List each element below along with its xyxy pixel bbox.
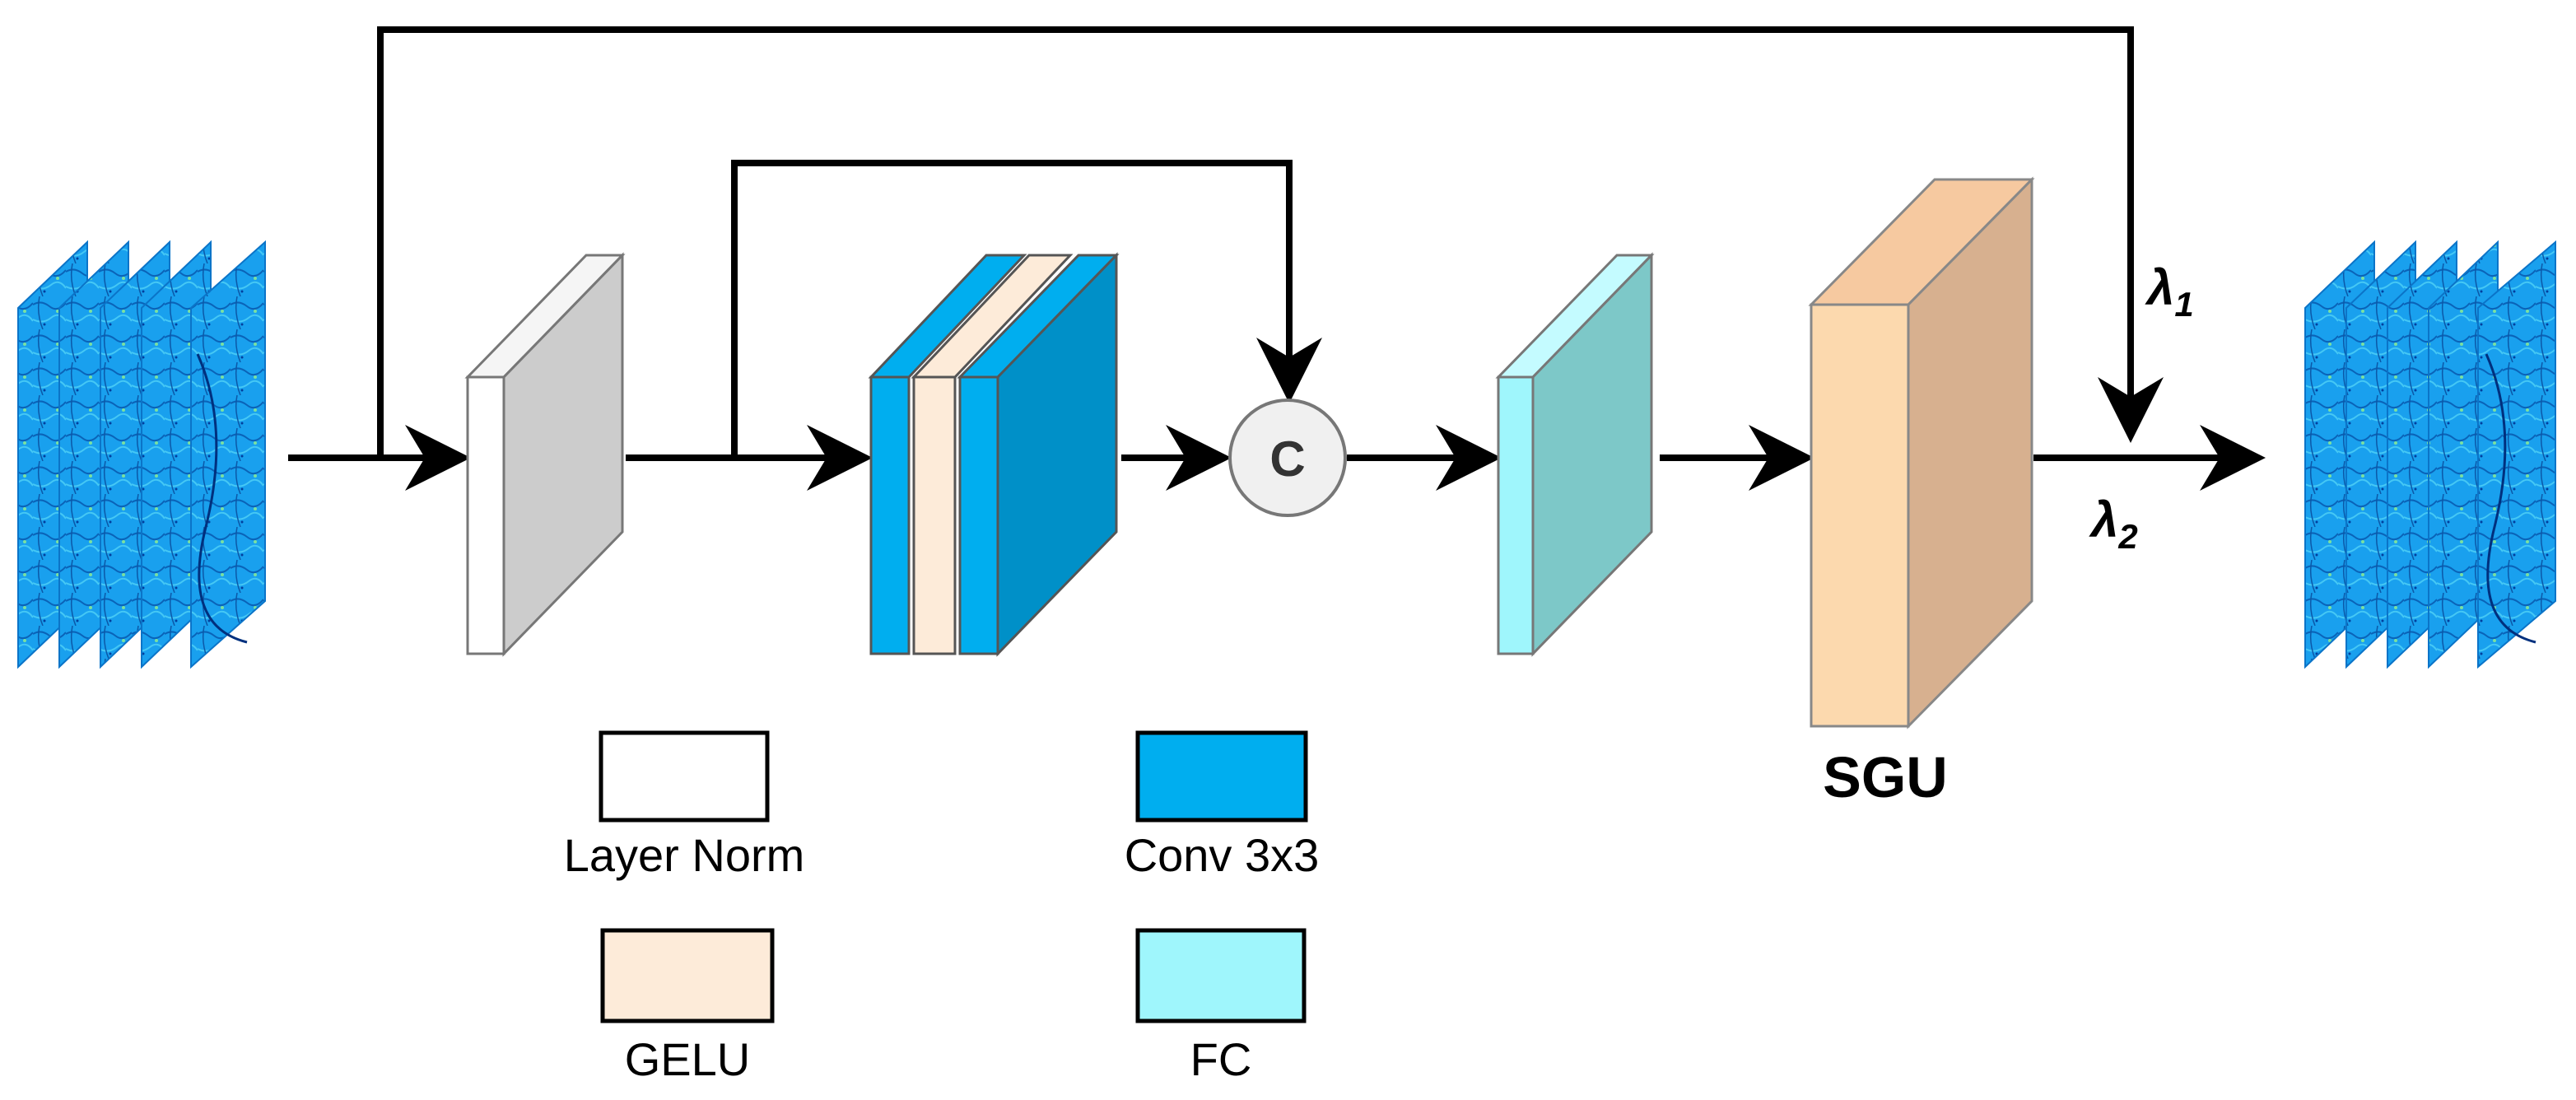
legend-label: FC [1190, 1033, 1252, 1085]
legend: Layer Norm Conv 3x3 GELU FC [564, 730, 1320, 1085]
input-feature-maps [17, 240, 266, 669]
concat-node: C [1228, 399, 1347, 517]
feature-map-slice [2477, 240, 2556, 669]
fc-block [1495, 252, 1655, 657]
gelu-layer [911, 254, 1074, 655]
legend-label: GELU [625, 1033, 751, 1085]
legend-swatch [600, 928, 775, 1023]
lambda-2-label: λ2 [2089, 492, 2138, 556]
legend-item-gelu: GELU [600, 928, 775, 1085]
legend-swatch [1135, 730, 1308, 823]
legend-swatch [1135, 928, 1307, 1023]
legend-label: Layer Norm [564, 829, 805, 881]
concat-symbol: C [1269, 431, 1305, 487]
legend-item-layer-norm: Layer Norm [564, 730, 805, 881]
output-feature-maps [2304, 240, 2556, 669]
legend-item-fc: FC [1135, 928, 1307, 1085]
lambda-1-label: λ1 [2145, 260, 2194, 324]
conv-layer [868, 254, 1027, 655]
sgu-label: SGU [1823, 745, 1948, 809]
conv-gelu-conv-block [868, 252, 1120, 657]
legend-label: Conv 3x3 [1125, 829, 1320, 881]
conv-layer [957, 252, 1120, 657]
layer-norm-block [464, 252, 626, 657]
feature-map-slice [190, 240, 266, 669]
legend-swatch [599, 730, 770, 823]
inner-skip-connection [731, 160, 1322, 458]
outer-skip-connection [377, 26, 2164, 458]
sgu-block: SGU [1808, 176, 2035, 809]
legend-item-conv: Conv 3x3 [1125, 730, 1320, 881]
